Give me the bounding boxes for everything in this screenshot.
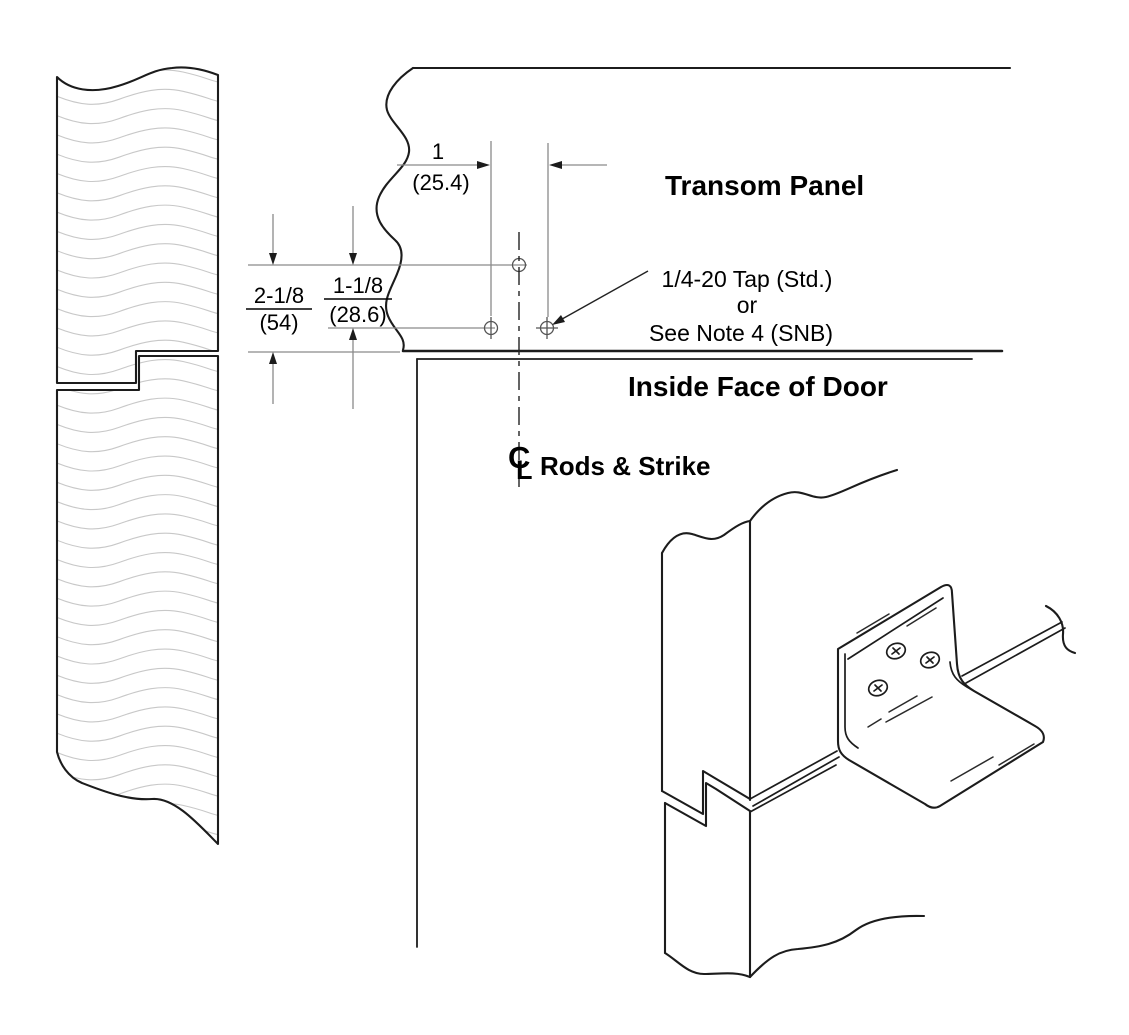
arrowhead-up-icon — [349, 328, 357, 340]
iso-panel-joint-strip — [749, 604, 1077, 813]
arrowhead-down-icon — [349, 253, 357, 265]
dim-1-mm: (25.4) — [412, 170, 469, 195]
screws — [867, 642, 941, 697]
bracket-top-edge-inner — [847, 597, 944, 660]
centerline-symbol: C L — [508, 440, 533, 485]
dim-1-1-8-inch: 1-1/8 — [333, 273, 383, 298]
bracket-left-bend-inner — [844, 653, 859, 749]
bracket-fillet-inner — [949, 661, 1031, 724]
transom-panel-label: Transom Panel — [665, 170, 864, 201]
tap-hole-markers — [483, 257, 558, 339]
transom-break-line — [375, 66, 415, 352]
arrowhead-down-icon — [269, 253, 277, 265]
dim-2-1-8-mm: (54) — [259, 310, 298, 335]
centerline-symbol-c: C — [508, 440, 530, 475]
dimension-horizontal-offset: 1 (25.4) — [397, 139, 607, 317]
arrowhead-left-icon — [549, 161, 562, 169]
bracket-shading-dashes — [856, 607, 1035, 782]
strike-bracket — [836, 583, 1045, 809]
strip-break-curve — [1044, 604, 1077, 655]
transom-panel-plan-view — [375, 66, 1012, 948]
centerline-symbol-l: L — [516, 455, 533, 485]
wood-grain-hatch-lower — [57, 359, 218, 844]
iso-door-upper-slab — [660, 468, 899, 816]
screw-icon — [919, 651, 941, 669]
iso-door-lower-slab — [663, 781, 926, 979]
dim-1-1-8-mm: (28.6) — [329, 302, 386, 327]
arrowhead-right-icon — [477, 161, 490, 169]
rods-strike-label: Rods & Strike — [540, 451, 711, 481]
door-section-outline — [55, 354, 220, 846]
transom-section-outline — [55, 66, 220, 385]
screw-icon — [867, 679, 889, 697]
door-edge-section-view — [55, 66, 220, 846]
tap-note-line3: See Note 4 (SNB) — [649, 320, 833, 346]
dimension-vertical-group: 2-1/8 (54) 1-1/8 (28.6) — [246, 206, 527, 409]
arrowhead-leader-icon — [552, 315, 565, 325]
tap-note-line1: 1/4-20 Tap (Std.) — [662, 266, 833, 292]
tap-note-leader — [552, 270, 649, 325]
wood-grain-hatch-upper — [57, 69, 218, 384]
dim-2-1-8-inch: 2-1/8 — [254, 283, 304, 308]
screw-icon — [885, 642, 907, 660]
inside-face-label: Inside Face of Door — [628, 371, 888, 402]
isometric-bracket-detail — [660, 468, 1077, 979]
tap-note-line2: or — [737, 292, 758, 318]
dim-1-inch: 1 — [432, 139, 444, 164]
bracket-outline — [836, 583, 1045, 809]
arrowhead-up-icon — [269, 352, 277, 364]
